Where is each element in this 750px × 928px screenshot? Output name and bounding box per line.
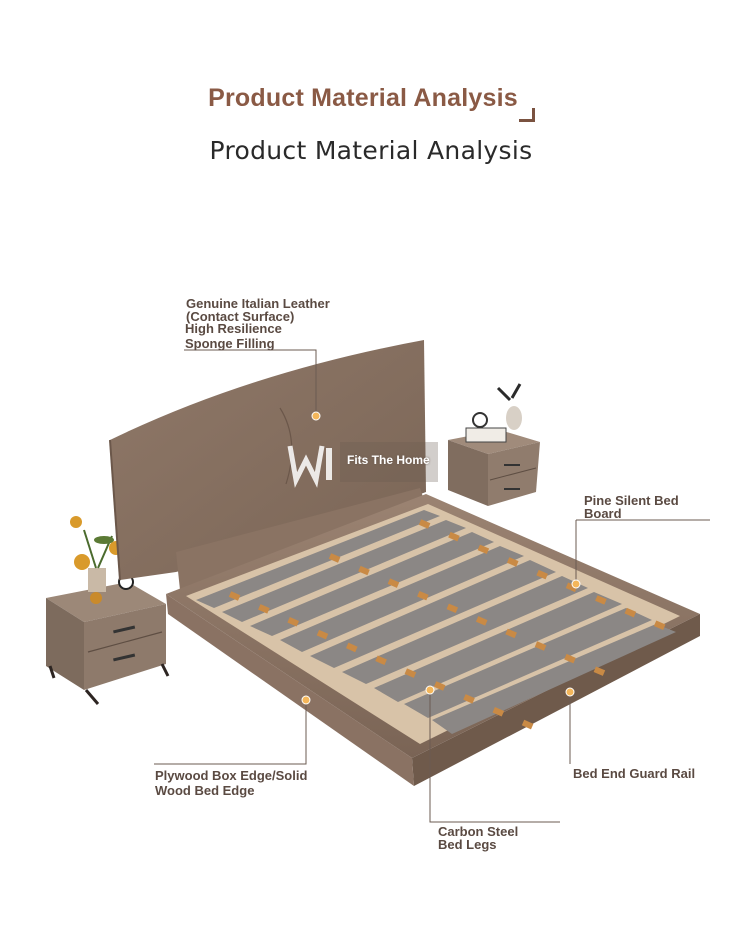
label-plywood: Plywood Box Edge/Solid Wood Bed Edge	[155, 768, 308, 798]
plywood-dot	[301, 695, 311, 705]
callout-dots	[301, 411, 581, 705]
leather-dot	[311, 411, 321, 421]
bed-slats	[196, 510, 682, 734]
callout-lines	[154, 349, 710, 823]
brand-logo	[287, 442, 438, 488]
right-nightstand	[448, 383, 540, 506]
page-subtitle: Product Material Analysis	[209, 136, 533, 165]
corner-mark	[519, 108, 535, 122]
guard-dot	[565, 687, 575, 697]
headboard	[109, 340, 426, 590]
label-legs: Carbon Steel Bed Legs	[438, 824, 519, 852]
label-pine: Pine Silent Bed Board	[584, 493, 679, 521]
watermark-text: Fits The Home	[347, 453, 430, 467]
legs-dot	[425, 685, 435, 695]
left-nightstand	[46, 582, 170, 705]
pine-dot	[571, 579, 581, 589]
label-guard: Bed End Guard Rail	[573, 766, 696, 781]
label-sponge: High Resilience Sponge Filling	[185, 321, 282, 351]
page-title: Product Material Analysis	[208, 84, 518, 112]
label-leather: Genuine Italian Leather (Contact Surface…	[186, 296, 330, 324]
flower-vase	[70, 516, 134, 604]
